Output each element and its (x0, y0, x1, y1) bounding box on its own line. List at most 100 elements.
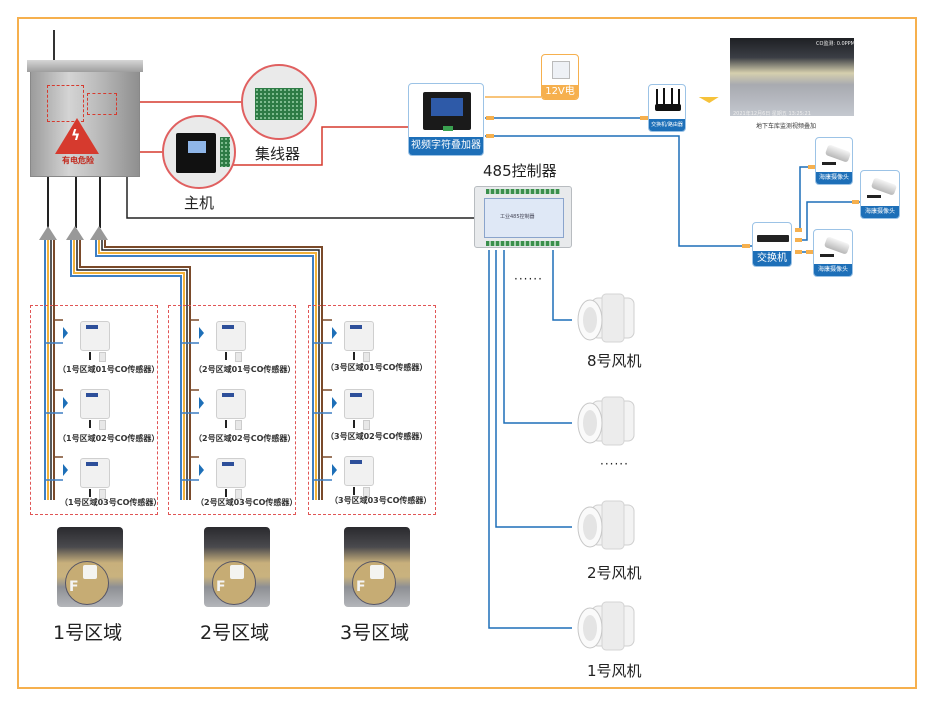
router-icon (655, 104, 681, 111)
switch-router-device: 交换机/路由器 (648, 84, 686, 132)
fan-ellipsis-2: ······ (600, 457, 629, 471)
controller-label: 485控制器 (483, 160, 557, 181)
zone-1-box (30, 305, 158, 515)
antenna-icon (53, 30, 55, 62)
sensor-icon (370, 565, 384, 579)
zone-marker: F (216, 579, 226, 595)
controller-label-text: 485控制器 (483, 162, 557, 180)
camera-label: 海康摄像头 (861, 206, 899, 218)
sensor-label: （2号区域02号CO传感器） (194, 434, 296, 443)
switch-icon (757, 235, 789, 242)
host-device-icon (176, 133, 216, 173)
zone-3-photo: F (344, 527, 410, 607)
power-supply-12v: 12V电源 (541, 54, 579, 100)
sensor-label: （3号区域01号CO传感器） (326, 363, 428, 372)
fan-1-icon (577, 601, 635, 651)
co-sensor (80, 321, 110, 362)
warning-label: 有电危险 (62, 156, 94, 165)
fan-2-icon (577, 500, 635, 550)
cabinet-concentrator-area (87, 93, 117, 115)
co-sensor (344, 321, 374, 362)
power-label: 12V电源 (542, 85, 578, 99)
link-overlay-switch (485, 135, 752, 247)
video-overlay-label: 视频字符叠加器 (409, 137, 483, 155)
link-cabinet-controller (126, 175, 474, 219)
camera-3: 海康摄像头 (813, 229, 853, 277)
co-sensor (216, 458, 246, 499)
camera-2: 海康摄像头 (860, 170, 900, 219)
zone-2-label: 2号区域 (200, 622, 270, 644)
sensor-label: （2号区域01号CO传感器） (194, 365, 296, 374)
link-switch-cam1 (796, 166, 815, 231)
controller-panel (484, 198, 564, 238)
fan-ellipsis-1: ······ (514, 272, 543, 286)
sensor-label: （3号区域03号CO传感器） (330, 496, 432, 505)
video-overlay-device: 视频字符叠加器 (408, 83, 484, 156)
co-sensor (80, 389, 110, 430)
sensor-icon (83, 565, 97, 579)
parking-osd-bottom: 2021年12月6日 星期五 13:25:21 (733, 111, 811, 117)
fan-1-label: 1号风机 (587, 662, 642, 680)
camera-icon (824, 144, 852, 163)
diagram-frame (17, 17, 917, 689)
zone-marker: F (69, 579, 79, 595)
fan-8-icon (577, 293, 635, 343)
wireless-bolt-icon (695, 97, 719, 103)
sensor-icon (230, 565, 244, 579)
sensor-label: （1号区域01号CO传感器） (58, 365, 160, 374)
link-host-overlay (232, 126, 408, 166)
co-sensor (344, 456, 374, 497)
zone-1-label: 1号区域 (53, 622, 123, 644)
camera-label: 海康摄像头 (816, 172, 852, 184)
link-fan-8 (552, 250, 572, 321)
co-sensor (344, 389, 374, 430)
concentrator-photo (241, 64, 317, 140)
controller-panel-text: 工业485控制器 (500, 214, 535, 220)
link-fan-1 (488, 250, 572, 629)
high-voltage-warning-icon (55, 118, 99, 154)
zone-3-box (308, 305, 436, 515)
fan-8-label: 8号风机 (587, 352, 642, 370)
zone-1-photo: F (57, 527, 123, 607)
zone-marker: F (356, 579, 366, 595)
sensor-label: （2号区域03号CO传感器） (196, 498, 298, 507)
parking-video-image (730, 38, 854, 116)
sensor-label: （1号区域02号CO传感器） (58, 434, 160, 443)
sensor-label: （3号区域02号CO传感器） (326, 432, 428, 441)
fan-2-label: 2号风机 (587, 564, 642, 582)
co-sensor (216, 389, 246, 430)
lightning-icon: ϟ (71, 128, 81, 144)
pcb-icon (255, 88, 303, 120)
host-photo (162, 115, 236, 189)
switch-label: 交换机 (753, 251, 791, 266)
cable-bundle-zone3 (90, 175, 323, 500)
terminal-block-top (486, 189, 560, 194)
sensor-taps (63, 327, 337, 476)
zone-3-label: 3号区域 (340, 622, 410, 644)
link-fan-2 (495, 250, 572, 528)
host-label: 主机 (184, 194, 215, 212)
cable-bundle-zone2 (66, 175, 191, 500)
co-sensor (216, 321, 246, 362)
camera-icon (870, 177, 898, 196)
camera-icon (823, 236, 851, 255)
switch-router-label: 交换机/路由器 (649, 119, 685, 131)
sensor-label: （1号区域03号CO传感器） (60, 498, 162, 507)
concentrator-label: 集线器 (255, 145, 301, 163)
link-fan-x (503, 250, 572, 424)
co-sensor (80, 458, 110, 499)
cabinet-host-area (47, 85, 84, 122)
zone-2-photo: F (204, 527, 270, 607)
parking-osd-top: CO监测: 0.0PPM (816, 41, 855, 47)
camera-label: 海康摄像头 (814, 264, 852, 276)
network-switch-device: 交换机 (752, 222, 792, 267)
adapter-icon (552, 61, 570, 79)
parking-caption: 地下车库监测视频叠加 (756, 123, 817, 130)
overlay-box-icon (423, 92, 471, 131)
fan-icon (577, 396, 635, 446)
zone-2-box (168, 305, 296, 515)
cabinet-roof (27, 60, 143, 72)
terminal-block-bottom (486, 241, 560, 246)
camera-1: 海康摄像头 (815, 137, 853, 185)
